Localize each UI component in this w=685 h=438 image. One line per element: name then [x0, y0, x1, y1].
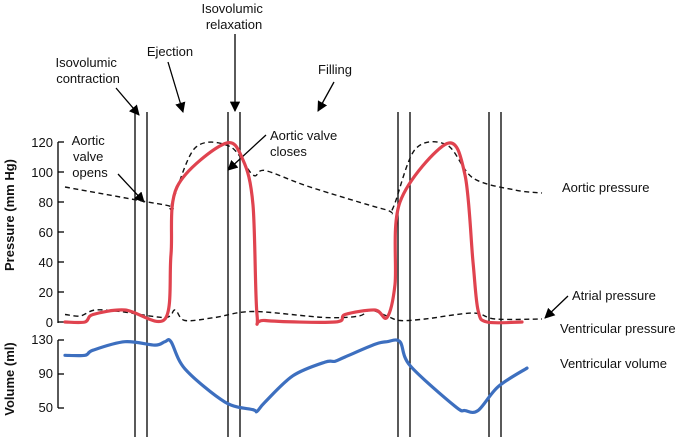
tick-pressure-100: 100: [31, 165, 53, 180]
tick-volume-130: 130: [31, 332, 53, 347]
tick-volume-50: 50: [39, 400, 53, 415]
label-atrial-pressure: Atrial pressure: [572, 288, 656, 303]
tick-pressure-0: 0: [46, 315, 53, 330]
tick-pressure-80: 80: [39, 195, 53, 210]
label-aortic-valve-opens: Aortic valve opens: [72, 133, 109, 180]
label-isovolumic-contraction: Isovolumic contraction: [55, 55, 120, 86]
arrow-atrial-pressure: [544, 295, 569, 319]
tick-volume-90: 90: [39, 366, 53, 381]
axis-title-volume: Volume (ml): [2, 342, 17, 415]
arrow-filling: [317, 81, 335, 112]
arrow-ejection: [167, 61, 186, 113]
aortic-pressure-curve: [64, 141, 543, 215]
tick-pressure-20: 20: [39, 285, 53, 300]
label-aortic-valve-closes: Aortic valve closes: [270, 128, 341, 159]
label-ejection: Ejection: [147, 44, 193, 59]
label-isovolumic-relaxation: Isovolumic relaxation: [201, 1, 266, 32]
ventricular-volume-curve: [63, 338, 529, 415]
arrow-aortic-valve-closes: [227, 134, 267, 171]
axis-ticks: [58, 141, 64, 409]
label-ventricular-volume: Ventricular volume: [560, 356, 667, 371]
tick-pressure-40: 40: [39, 255, 53, 270]
label-aortic-pressure: Aortic pressure: [562, 180, 649, 195]
tick-pressure-120: 120: [31, 135, 53, 150]
axis-title-pressure: Pressure (mm Hg): [2, 159, 17, 271]
ventricular-pressure-curve: [63, 140, 524, 326]
label-ventricular-pressure: Ventricular pressure: [560, 321, 676, 336]
label-filling: Filling: [318, 62, 352, 77]
tick-pressure-60: 60: [39, 225, 53, 240]
arrow-isovolumic-contraction: [115, 87, 140, 116]
arrow-aortic-valve-opens: [117, 173, 145, 203]
